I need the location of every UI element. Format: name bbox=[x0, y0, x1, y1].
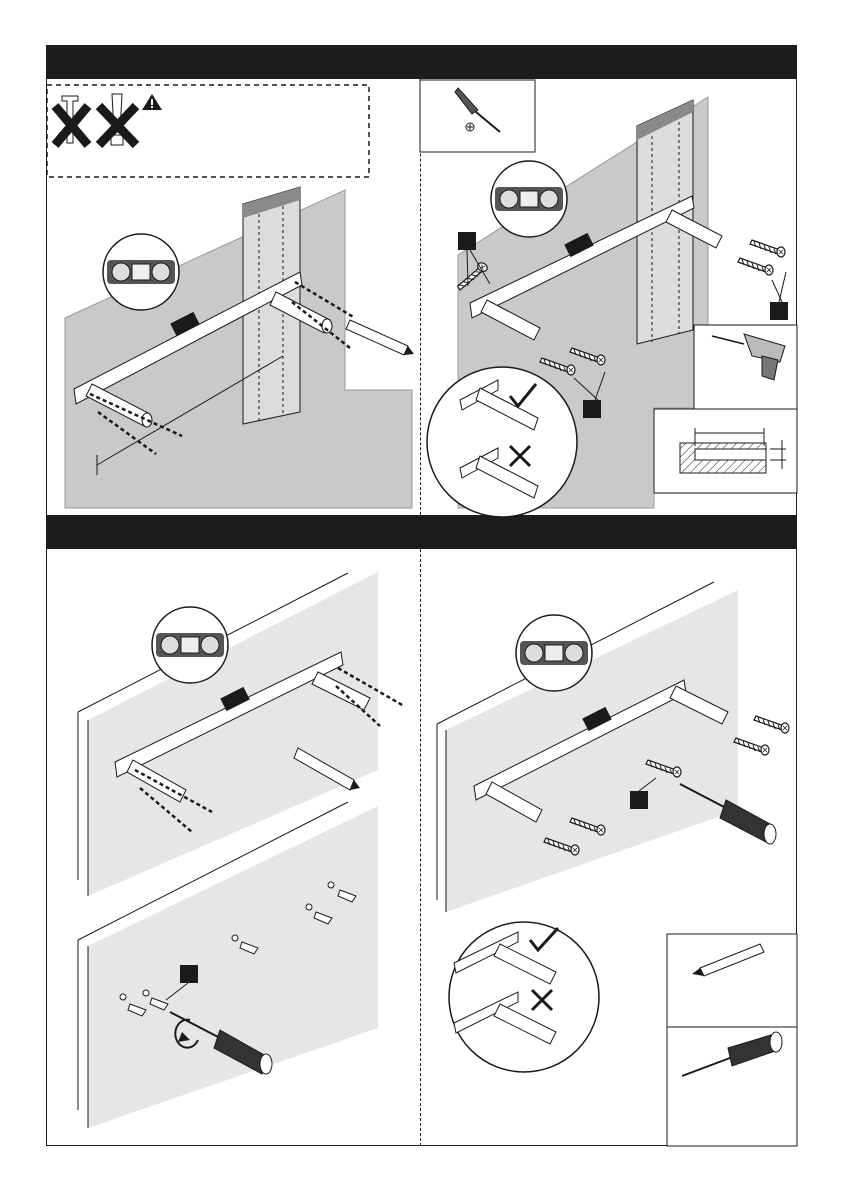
warning-icon bbox=[142, 94, 162, 110]
bubble-level-icon bbox=[152, 607, 228, 683]
toggle-bolt-crossed-icon bbox=[55, 96, 88, 145]
check-cross-zoom bbox=[449, 922, 599, 1072]
pencil-icon bbox=[346, 320, 414, 355]
tool-box-pencil bbox=[667, 934, 797, 1027]
wall bbox=[446, 590, 738, 912]
panel-step-4 bbox=[437, 582, 797, 1146]
label-box bbox=[583, 400, 601, 418]
wall bbox=[65, 190, 412, 508]
bubble-level-icon bbox=[103, 234, 179, 310]
panel-step-1 bbox=[47, 85, 414, 508]
anchor-crossed-icon bbox=[99, 94, 136, 145]
panel-step-2 bbox=[420, 80, 797, 517]
label-box bbox=[630, 791, 648, 809]
bubble-level-icon bbox=[516, 615, 592, 691]
check-cross-zoom bbox=[427, 367, 577, 517]
label-box bbox=[180, 965, 198, 983]
warning-box bbox=[47, 85, 369, 177]
tool-box-screwdriver bbox=[420, 80, 535, 152]
label-box bbox=[770, 302, 788, 320]
panel-step-3 bbox=[78, 572, 404, 1128]
label-box bbox=[458, 232, 476, 250]
